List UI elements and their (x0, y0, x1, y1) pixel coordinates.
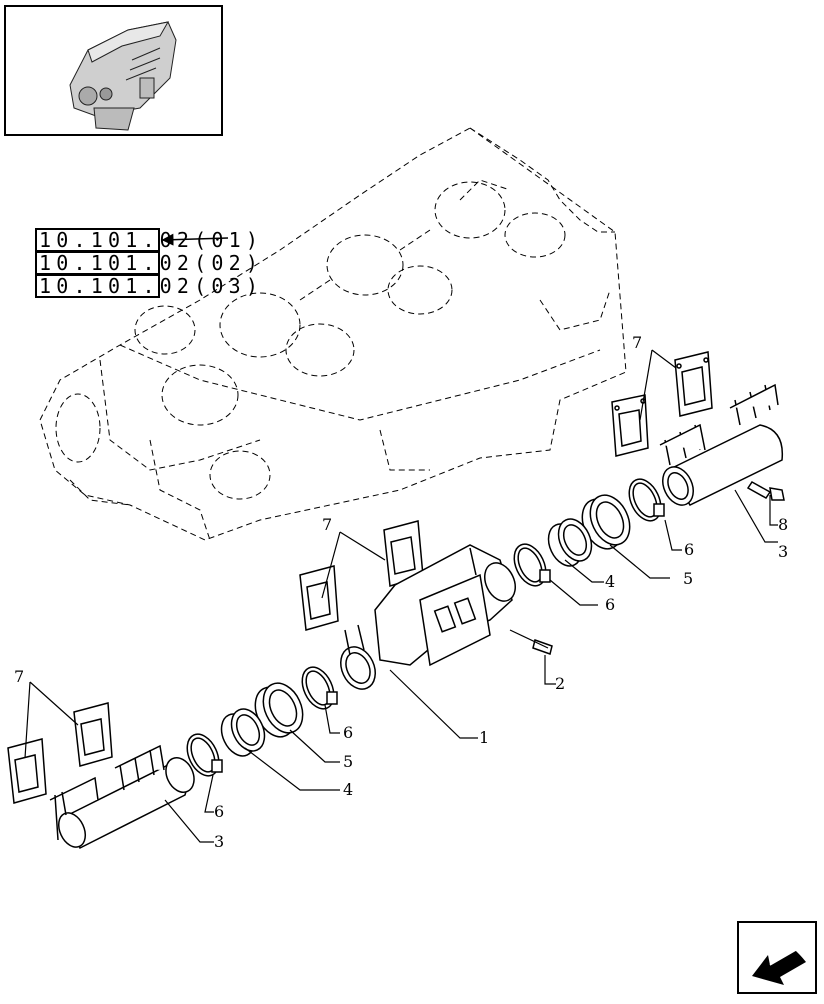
sleeve-lower (220, 708, 266, 757)
bellows-lower (254, 682, 304, 738)
clamp-upper-middle (513, 543, 551, 587)
callout-3-left: 3 (214, 832, 224, 851)
gasket-top-right (611, 351, 713, 457)
phantom-cylinder-head (39, 127, 627, 541)
reference-text-2: 10.101.02(02) (39, 251, 263, 275)
reference-box-1[interactable]: 10.101.02(01) (35, 228, 263, 252)
callout-4-lower: 4 (343, 780, 353, 799)
clamp-lower-left (186, 733, 223, 777)
callout-7-top: 7 (632, 333, 642, 352)
gasket-middle (299, 520, 424, 631)
gasket-left (7, 702, 113, 804)
bolt (746, 481, 785, 501)
callout-8: 8 (778, 515, 788, 534)
callout-4-upper: 4 (605, 572, 615, 591)
leader-lines (24, 349, 778, 843)
reference-text-1: 10.101.02(01) (39, 228, 263, 252)
clamp-upper-right (628, 478, 665, 522)
clamp-lower-middle (301, 666, 338, 710)
callout-3-right: 3 (778, 542, 788, 561)
reference-text-3: 10.101.02(03) (39, 274, 263, 298)
callout-6-lower-middle: 6 (343, 723, 353, 742)
callout-6-upper-middle: 6 (605, 595, 615, 614)
sleeve-upper (547, 518, 593, 567)
exhaust-pipe-right (659, 383, 784, 506)
next-page-arrow-icon[interactable] (737, 921, 817, 994)
callout-7-middle: 7 (322, 515, 332, 534)
callout-5-lower: 5 (343, 752, 353, 771)
callout-1: 1 (479, 728, 489, 747)
callout-6-upper-right: 6 (684, 540, 694, 559)
callout-5-upper: 5 (683, 569, 693, 588)
callout-7-left: 7 (14, 667, 24, 686)
engine-thumbnail-icon[interactable] (4, 5, 223, 136)
reference-box-2[interactable]: 10.101.02(02) (35, 251, 263, 275)
callout-6-lower-left: 6 (214, 802, 224, 821)
reference-box-3[interactable]: 10.101.02(03) (35, 274, 263, 298)
exhaust-pipe-left (49, 744, 195, 850)
reference-arrow (161, 233, 229, 246)
manifold-center (340, 544, 516, 690)
callout-2: 2 (555, 674, 565, 693)
